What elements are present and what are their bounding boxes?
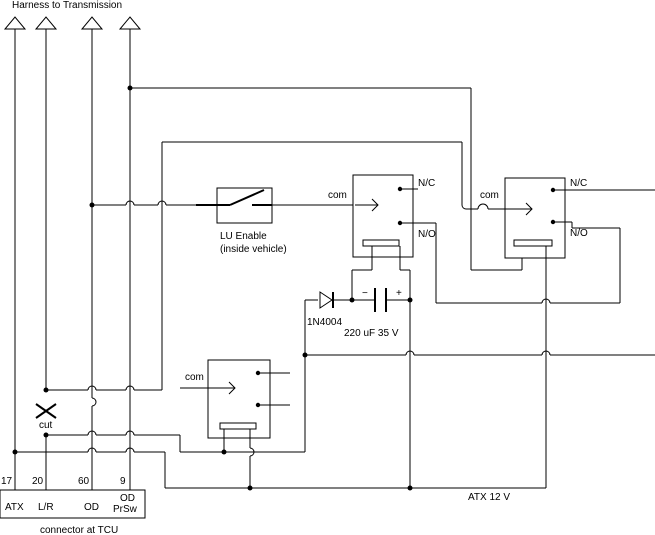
relay-1-no-wire [435,223,621,304]
cut-marker: cut [35,403,57,431]
relay-1-nc-label: N/C [418,178,435,189]
relay-2: com N/C N/O [480,177,655,488]
relay-2-no-label: N/O [570,228,588,239]
cut-label: cut [39,420,53,431]
tcu-caption: connector at TCU [40,525,118,535]
capacitor-label: 220 uF 35 V [344,328,399,339]
relay-2-nc-label: N/C [570,178,587,189]
pin-20-label: L/R [38,502,54,513]
atx-12v-bus: ATX 12 V [15,447,546,503]
atx-bus-label: ATX 12 V [468,492,510,503]
lr-wire [46,141,532,391]
pin-9-number: 9 [120,476,126,487]
pin-60-label: OD [84,502,99,513]
diode-capacitor-network: − + 1N4004 220 uF 35 V [304,288,413,488]
pin-9-label-line1: OD [120,493,135,504]
pin-60-number: 60 [78,476,90,487]
diode-label: 1N4004 [307,317,342,328]
pin-20-number: 20 [32,476,44,487]
tcu-connector: 17 20 60 9 ATX L/R OD OD PrSw connector … [0,476,146,535]
relay-1-com-label: com [328,190,347,201]
horizontal-feed-lines [305,350,655,356]
relay-3-com-label: com [185,372,204,383]
lu-enable-switch: LU Enable (inside vehicle) [196,187,287,255]
relay-1-no-label: N/O [418,229,436,240]
pin-17-number: 17 [1,476,13,487]
harness-wires [14,29,131,490]
cap-minus-label: − [362,288,368,299]
diode-symbol [319,291,333,309]
relay-3-coil-wires [45,429,305,490]
lu-enable-sublabel: (inside vehicle) [220,244,287,255]
lu-enable-label: LU Enable [220,231,267,242]
pin-9-label-line2: PrSw [113,504,138,515]
cap-plus-label: + [396,288,402,299]
relay-1: com N/C N/O [328,174,436,258]
relay-3: com [180,359,290,439]
relay-2-com-label: com [480,190,499,201]
od-prsw-wire [130,87,523,271]
relay-1-coil-wires [351,246,411,300]
harness-terminals [3,16,142,30]
harness-title: Harness to Transmission [12,0,122,11]
junction-dots [12,85,413,491]
pin-17-label: ATX [5,502,24,513]
